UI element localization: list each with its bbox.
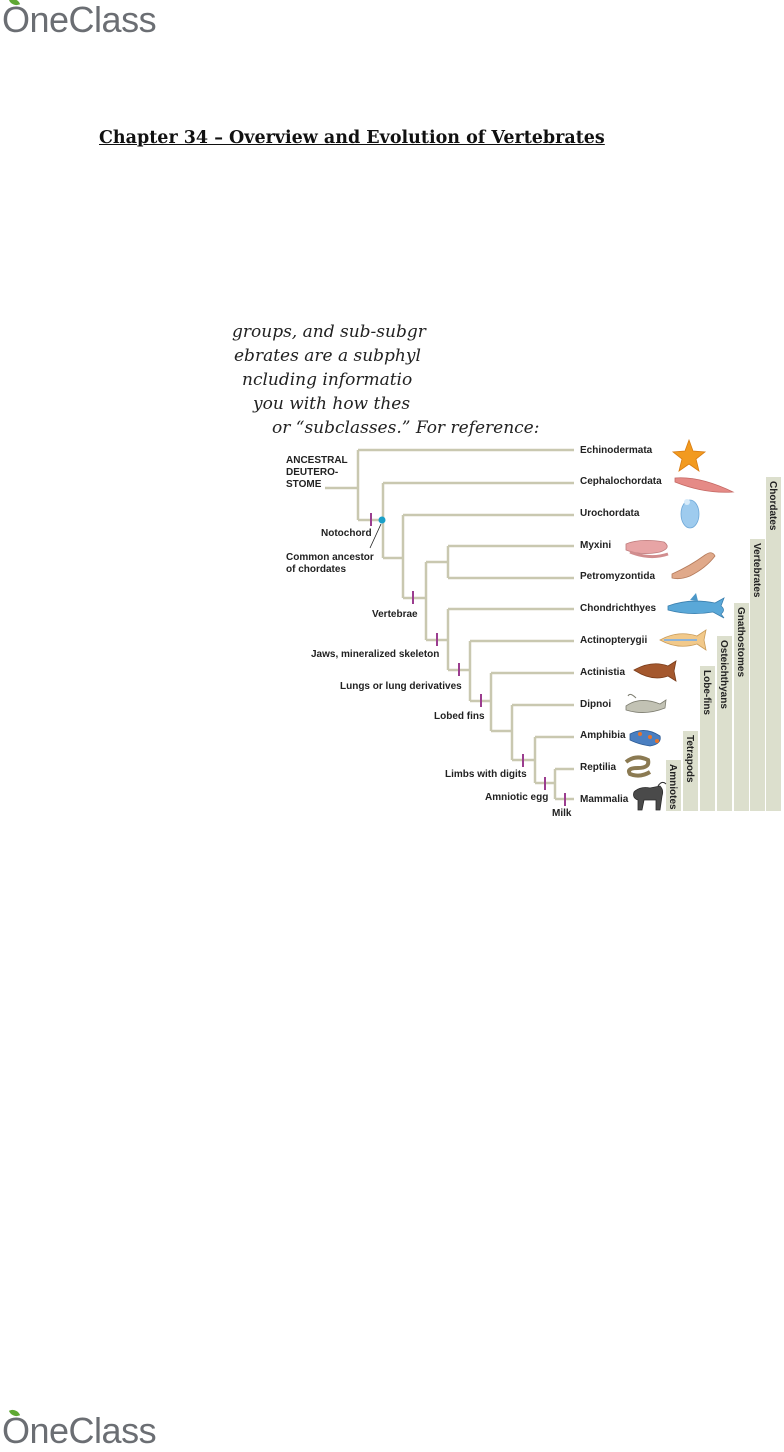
character-label-notochord: Notochord xyxy=(321,528,372,539)
taxon-chondrichthyes: Chondrichthyes xyxy=(580,603,657,614)
taxon-actinopterygii: Actinopterygii xyxy=(580,635,647,646)
clade-bar-lobe-fins xyxy=(700,666,715,811)
taxon-dipnoi: Dipnoi xyxy=(580,699,611,710)
taxon-myxini: Myxini xyxy=(580,540,611,551)
common-ancestor-line1: Common ancestor xyxy=(286,552,374,563)
tunicate-icon xyxy=(680,499,700,529)
logo-text: OneClass xyxy=(2,0,157,40)
character-label-lungs: Lungs or lung derivatives xyxy=(340,681,462,692)
clade-bars xyxy=(666,477,781,811)
clade-label-amniotes: Amniotes xyxy=(667,764,678,810)
ancestor-pointer-line xyxy=(369,523,382,549)
text-fragment-5: or “subclasses.” For reference: xyxy=(272,418,540,438)
taxa-labels: Echinodermata Cephalochordata Urochordat… xyxy=(580,445,662,805)
coelacanth-icon xyxy=(633,660,677,682)
clade-label-vertebrates: Vertebrates xyxy=(751,543,762,598)
text-fragment-3: ncluding informatio xyxy=(242,370,413,390)
oneclass-logo-bottom: OneClass xyxy=(2,1407,157,1451)
lamprey-icon xyxy=(671,552,716,580)
clade-labels: Chordates Vertebrates Gnathostomes Ostei… xyxy=(667,481,778,810)
hagfish-icon xyxy=(625,540,669,559)
snake-icon xyxy=(624,755,652,778)
text-fragment-4: you with how thes xyxy=(253,394,411,414)
character-label-lobed-fins: Lobed fins xyxy=(434,711,485,722)
wildebeest-icon xyxy=(633,781,667,811)
taxon-actinistia: Actinistia xyxy=(580,667,625,678)
taxon-urochordata: Urochordata xyxy=(580,508,640,519)
clade-label-tetrapods: Tetrapods xyxy=(684,735,695,783)
character-markers xyxy=(370,513,566,806)
common-ancestor-dot xyxy=(378,516,386,524)
root-label-line1: ANCESTRAL xyxy=(286,455,348,466)
character-label-milk: Milk xyxy=(552,808,572,819)
shark-icon xyxy=(667,593,725,619)
tree-branches xyxy=(325,448,574,801)
character-label-vertebrae: Vertebrae xyxy=(372,609,418,620)
common-ancestor-line2: of chordates xyxy=(286,564,346,575)
lungfish-icon xyxy=(625,693,667,713)
root-label-line2: DEUTERO- xyxy=(286,467,338,478)
logo-text: OneClass xyxy=(2,1410,157,1451)
page-title: Chapter 34 – Overview and Evolution of V… xyxy=(99,128,605,148)
clade-bar-vertebrates xyxy=(750,539,765,811)
taxon-petromyzontida: Petromyzontida xyxy=(580,571,655,582)
lancelet-icon xyxy=(674,477,735,493)
clade-label-gnathostomes: Gnathostomes xyxy=(735,607,746,677)
starfish-icon xyxy=(671,438,707,472)
character-label-limbs: Limbs with digits xyxy=(445,769,527,780)
salamander-icon xyxy=(629,730,661,747)
clade-label-osteichthyans: Osteichthyans xyxy=(718,640,729,709)
character-label-jaws: Jaws, mineralized skeleton xyxy=(311,649,439,660)
clade-bar-gnathostomes xyxy=(734,603,749,811)
clade-bar-amniotes xyxy=(666,760,681,811)
taxon-reptilia: Reptilia xyxy=(580,762,617,773)
clade-label-lobe-fins: Lobe-fins xyxy=(701,670,712,715)
ray-finned-fish-icon xyxy=(659,629,707,651)
taxon-cephalochordata: Cephalochordata xyxy=(580,476,662,487)
clade-label-chordates: Chordates xyxy=(767,481,778,531)
clade-bar-osteichthyans xyxy=(717,636,732,811)
clade-bar-tetrapods xyxy=(683,731,698,811)
taxon-echinodermata: Echinodermata xyxy=(580,445,653,456)
character-label-amniotic-egg: Amniotic egg xyxy=(485,792,548,803)
oneclass-logo-top: OneClass xyxy=(2,0,157,40)
text-fragment-2: ebrates are a subphyl xyxy=(234,346,421,366)
taxon-mammalia: Mammalia xyxy=(580,794,629,805)
taxon-amphibia: Amphibia xyxy=(580,730,626,741)
text-fragment-1: groups, and sub-subgr xyxy=(232,322,426,342)
clade-bar-chordates xyxy=(766,477,781,811)
root-label-line3: STOME xyxy=(286,479,322,490)
